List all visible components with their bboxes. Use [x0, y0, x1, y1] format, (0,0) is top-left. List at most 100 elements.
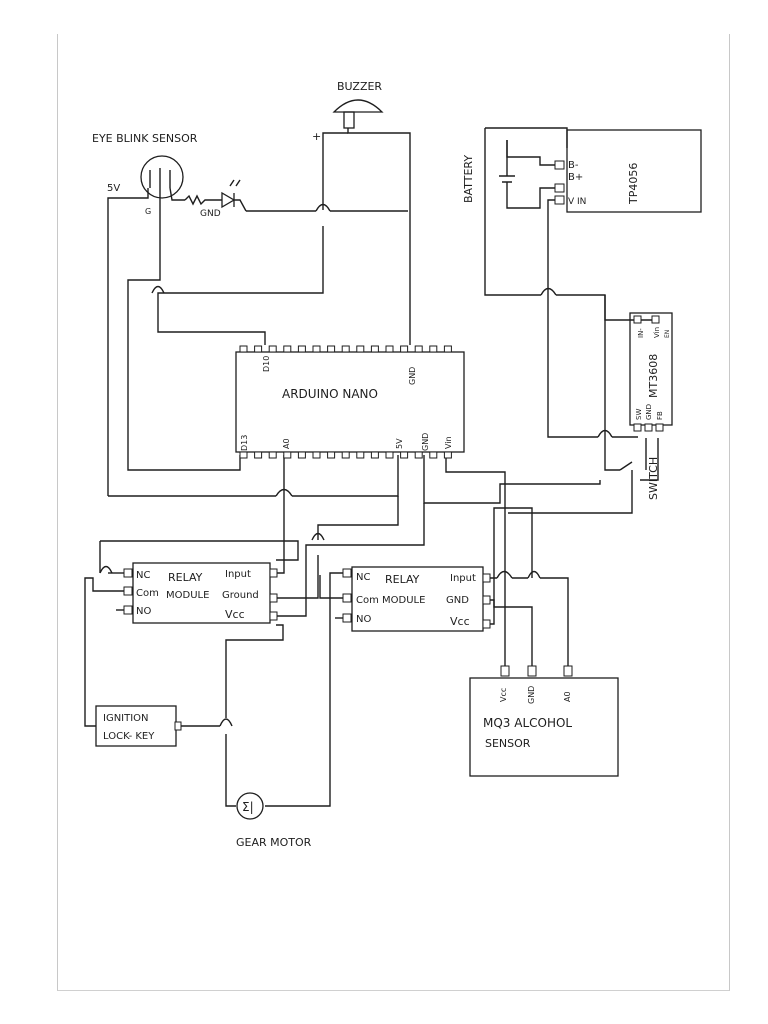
arduino-header-pin [414, 345, 423, 353]
ignition-label-2: LOCK- KEY [103, 731, 155, 742]
arduino-header-pin [312, 451, 321, 459]
wire-relay2-input [487, 577, 569, 666]
wire-tp-top [485, 127, 568, 148]
arduino-d13-label: D13 [240, 435, 249, 451]
relay1-no-label: NO [136, 606, 151, 617]
mq3-gnd-label: GND [527, 686, 536, 704]
relay1-pin-no [123, 605, 133, 615]
arduino-header-pin [283, 451, 292, 459]
buzzer-label: BUZZER [337, 80, 382, 93]
wire-hop-2 [151, 285, 165, 294]
relay2-input-label: Input [450, 573, 476, 584]
wire-bat-pos [506, 185, 555, 209]
arduino-header-pin [356, 345, 365, 353]
arduino-board [235, 351, 465, 453]
wire-sensor-out [169, 187, 185, 201]
tp4056-label: TP4056 [627, 163, 640, 205]
relay2-pin-input [482, 573, 491, 583]
mt-pin-in [633, 315, 642, 324]
arduino-header-pin [297, 345, 306, 353]
eye-blink-sensor: EYE BLINK SENSOR 5V G GND [92, 132, 247, 219]
wire-hop-8 [496, 570, 513, 579]
power-switch: SWITCH [619, 457, 660, 500]
wire-5v-relay1 [276, 496, 399, 599]
mt-pin-vin [651, 315, 660, 324]
relay1-board [132, 562, 271, 624]
arduino-header-pin [400, 451, 409, 459]
wire-relay2-com [319, 575, 343, 599]
relay2-pin-nc [342, 568, 352, 578]
buzzer-icon [332, 99, 384, 113]
wire-hop-4 [597, 429, 613, 438]
wire-hop-9 [527, 570, 541, 579]
arduino-header-pin [239, 451, 248, 459]
arduino-header-pin [443, 451, 452, 459]
mq3-a0-label: A0 [563, 691, 572, 702]
wire-tp-vin [547, 199, 638, 438]
relay2-pin-gnd [482, 595, 491, 605]
arduino-header-pin [385, 451, 394, 459]
wire-bat-neg [506, 140, 555, 166]
sensor-icon [140, 155, 184, 199]
mt-pin-sw [633, 423, 642, 432]
relay1-com-label: Com [136, 588, 159, 599]
battery-label: BATTERY [462, 155, 475, 203]
wire-buzzer-gnd [347, 128, 411, 345]
arduino-header-pin [268, 345, 277, 353]
arduino-header-pin [429, 345, 438, 353]
ignition-pin [174, 721, 182, 731]
gear-motor-symbol: Σ| [242, 800, 254, 814]
relay2-title-2: MODULE [382, 595, 425, 606]
tp-b-pos-label: B+ [568, 172, 583, 183]
mt-in-label: IN- [637, 328, 645, 338]
buzzer-plus-label: + [312, 130, 321, 143]
arduino-header-pin [312, 345, 321, 353]
mq3-vcc-label: Vcc [499, 688, 508, 702]
sensor-g-label: G [145, 207, 151, 216]
wire-relay1-motor [225, 624, 284, 807]
relay1-pin-nc [123, 568, 133, 578]
wire-buzzer-plus [322, 132, 348, 200]
relay1-pin-input [269, 568, 278, 578]
wire-switch-out [508, 483, 633, 514]
arduino-header-pin [297, 451, 306, 459]
relay2-title-1: RELAY [385, 573, 420, 586]
mq3-label-1: MQ3 ALCOHOL [483, 716, 572, 730]
gear-motor-label: GEAR MOTOR [236, 836, 312, 849]
buzzer: BUZZER + [312, 80, 384, 143]
arduino-header-pin [327, 345, 336, 353]
arduino-header-pin [370, 345, 379, 353]
arduino-header-pin [443, 345, 452, 353]
wire-5v-rail [108, 455, 399, 497]
mq3-pin-vcc [500, 665, 510, 677]
arduino-header-pin [400, 345, 409, 353]
arduino-header-pin [254, 451, 263, 459]
mt-vin-label: Vin [653, 327, 661, 338]
wire-mt-switch [604, 295, 620, 471]
arduino-header-pin [327, 451, 336, 459]
relay1-vcc-label: Vcc [225, 608, 245, 621]
led-rays-icon [229, 179, 241, 187]
mt-pin-fb [655, 423, 664, 432]
mt-sw-label: SW [635, 409, 643, 420]
wire-relay1-input [276, 540, 299, 561]
arduino-header-pin [341, 451, 350, 459]
arduino-header-pin [239, 345, 248, 353]
wire-gnd-relay1 [276, 503, 425, 617]
mq3-label-2: SENSOR [485, 737, 531, 750]
arduino-header-pin [370, 451, 379, 459]
wire-hop-6 [311, 532, 325, 541]
mt-pin-gnd [644, 423, 653, 432]
gear-motor-icon [236, 792, 264, 820]
sensor-5v-label: 5V [107, 183, 120, 194]
wire-buzzer-d10 [157, 200, 324, 345]
arduino-header-pin [414, 451, 423, 459]
arduino-header-pin [429, 451, 438, 459]
tp4056-module [566, 129, 702, 213]
tp-vin-label: V IN [568, 197, 586, 207]
arduino-header-pin [341, 345, 350, 353]
relay2-nc-label: NC [356, 572, 370, 583]
arduino-gnd-top-label: GND [408, 367, 417, 385]
